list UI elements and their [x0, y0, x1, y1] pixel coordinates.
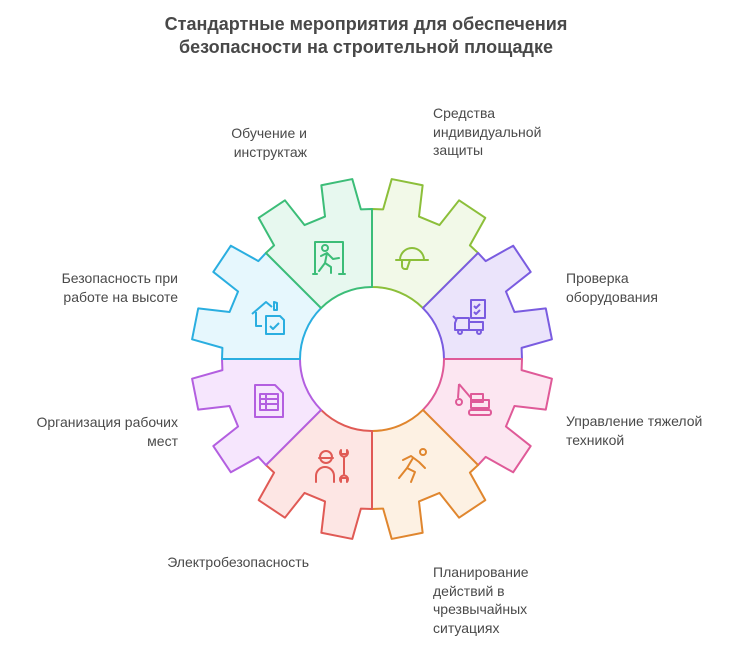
label-line: инструктаж: [233, 143, 307, 160]
label-line: Управление тяжелой: [566, 413, 703, 429]
label-workplace: Организация рабочих мест: [36, 413, 178, 450]
label-line: мест: [147, 432, 178, 449]
label-line: чрезвычайных: [433, 601, 528, 617]
title-line-1: Стандартные мероприятия для обеспечения: [164, 14, 568, 34]
label-line: оборудования: [566, 288, 658, 305]
label-ppe: Средства индивидуальной защиты: [433, 104, 541, 160]
truck-checklist-icon: [452, 299, 486, 335]
label-emergency: Планирование действий в чрезвычайных сит…: [433, 563, 529, 637]
label-equipment: Проверка оборудования: [566, 269, 658, 306]
label-machinery: Управление тяжелой техникой: [566, 412, 702, 449]
label-electrical: Электробезопасность: [167, 553, 309, 572]
title-line-2: безопасности на строительной площадке: [179, 37, 553, 57]
running-person-icon: [398, 448, 427, 483]
excavator-icon: [455, 383, 492, 416]
label-height: Безопасность при работе на высоте: [62, 269, 178, 306]
electrician-wrench-icon: [315, 449, 349, 483]
spreadsheet-document-icon: [254, 384, 284, 418]
label-line: Средства: [433, 105, 496, 121]
label-line: Безопасность при: [61, 270, 178, 286]
label-line: действий в: [433, 582, 505, 599]
label-line: Планирование: [433, 564, 529, 580]
label-line: Обучение и: [231, 125, 307, 141]
label-training: Обучение и инструктаж: [231, 124, 307, 161]
label-line: работе на высоте: [63, 288, 178, 305]
emergency-exit-icon: [312, 241, 346, 275]
label-line: индивидуальной: [433, 123, 542, 140]
label-line: защиты: [433, 142, 484, 158]
label-line: ситуациях: [433, 619, 500, 636]
label-line: техникой: [566, 431, 625, 448]
label-line: Проверка: [566, 270, 629, 286]
label-line: Организация рабочих: [36, 414, 178, 430]
house-check-icon: [251, 301, 285, 335]
hard-hat-icon: [395, 247, 429, 270]
label-line: Электробезопасность: [167, 554, 309, 570]
